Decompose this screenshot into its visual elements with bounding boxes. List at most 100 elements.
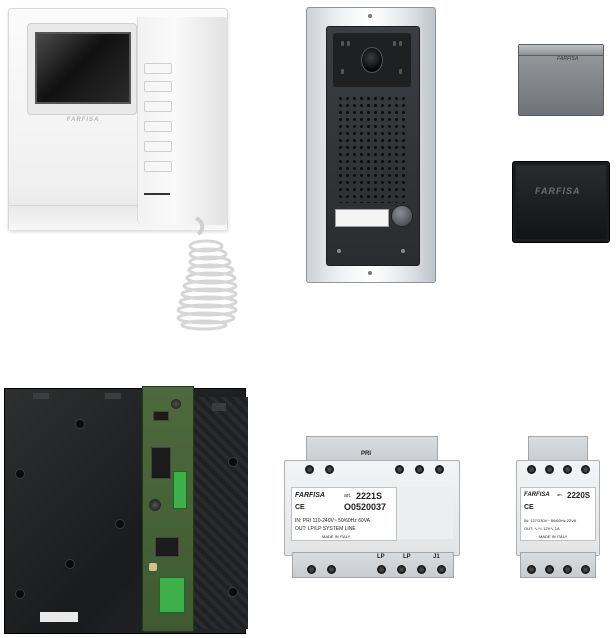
screw-terminal xyxy=(397,565,406,574)
screw-terminal xyxy=(327,565,336,574)
frame-screw xyxy=(368,14,372,18)
psu-output-rating: OUT: ∿/∿ 12V∿ 1A xyxy=(524,526,560,531)
monitor-handset xyxy=(137,17,228,225)
mount-hole xyxy=(15,589,25,599)
screw-terminal xyxy=(435,465,444,474)
mount-hole xyxy=(115,519,125,529)
psu-model: 2220S xyxy=(567,491,591,500)
monitor-key-4[interactable] xyxy=(144,121,172,132)
port-label-j1: J1 xyxy=(433,554,440,560)
monitor-bezel xyxy=(27,23,137,115)
power-supply-2221s: PRI FARFISA art. 2221S O0520037 CE IN: P… xyxy=(284,436,460,578)
door-entry-panel xyxy=(306,7,436,283)
screw-terminal xyxy=(417,565,426,574)
mount-hole xyxy=(15,469,25,479)
ic-chip xyxy=(151,447,171,479)
psu-shell: FARFISA art. 2220S CE IN: 127/230V~ 50/6… xyxy=(516,460,600,556)
ir-led xyxy=(399,69,402,74)
power-supply-2220s: FARFISA art. 2220S CE IN: 127/230V~ 50/6… xyxy=(516,436,600,578)
capacitor xyxy=(171,399,181,409)
mount-hole xyxy=(65,559,75,569)
ce-mark: CE xyxy=(295,504,305,511)
camera-lens-icon xyxy=(361,47,383,73)
screw-terminal xyxy=(563,465,572,474)
hook-slot xyxy=(105,393,121,399)
transformer xyxy=(155,537,179,557)
psu-brand: FARFISA xyxy=(524,492,550,498)
grey-box-lid xyxy=(519,45,603,56)
monitor-screen xyxy=(35,32,131,104)
grey-box-brand: FARFISA xyxy=(557,56,579,62)
frame-screw xyxy=(368,271,372,275)
psu-output-rating: OUT: LP/LP SYSTEM LINE xyxy=(295,526,356,532)
psu-input-rating: IN: PRI 110-240V~ 50/60Hz 60VA xyxy=(295,518,370,524)
psu-art-prefix: art. xyxy=(344,493,352,499)
screw-terminal xyxy=(377,565,386,574)
bracket-textured-panel xyxy=(191,397,248,629)
black-box-body: FARFISA xyxy=(512,161,610,243)
monitor-key-6[interactable] xyxy=(144,161,172,172)
ir-led xyxy=(399,41,402,46)
name-card xyxy=(335,209,389,227)
screw-terminal xyxy=(581,465,590,474)
psu-bottom-cap xyxy=(520,552,596,578)
grey-box-body: FARFISA xyxy=(518,44,604,116)
monitor-body: FARFISA xyxy=(8,8,228,230)
hook-slot xyxy=(212,403,226,411)
port-label-lp-1: LP xyxy=(377,554,385,560)
circuit-board xyxy=(142,386,194,632)
bracket-sticker xyxy=(40,612,78,622)
connector-block xyxy=(159,577,185,613)
psu-shell: FARFISA art. 2221S O0520037 CE IN: PRI 1… xyxy=(284,460,460,556)
psu-art-prefix: art. xyxy=(557,492,563,497)
screw-terminal xyxy=(395,465,404,474)
psu-bottom-cap: LP LP J1 xyxy=(292,552,454,578)
port-label-lp-2: LP xyxy=(403,554,411,560)
ce-mark: CE xyxy=(524,504,534,511)
screw-terminal xyxy=(305,465,314,474)
psu-brand: FARFISA xyxy=(295,492,325,499)
mount-hole xyxy=(228,457,238,467)
ir-led xyxy=(347,41,350,46)
screw-terminal xyxy=(527,465,536,474)
mount-hole xyxy=(228,587,238,597)
monitor-key-1[interactable] xyxy=(144,63,172,74)
terminal-block xyxy=(173,471,187,509)
ir-led xyxy=(393,41,396,46)
screw-terminal xyxy=(581,565,590,574)
mount-hole xyxy=(75,419,85,429)
camera-window xyxy=(333,33,411,87)
call-button[interactable] xyxy=(391,205,413,227)
psu-top-cap xyxy=(528,436,588,464)
entry-panel-frame xyxy=(306,7,436,283)
screw-terminal xyxy=(415,465,424,474)
screw-terminal xyxy=(307,565,316,574)
video-monitor: FARFISA xyxy=(8,8,238,331)
grey-junction-box: FARFISA xyxy=(518,44,604,116)
psu-front-panel xyxy=(397,487,453,539)
psu-input-rating: IN: 127/230V~ 50/60Hz 22VA xyxy=(524,518,577,523)
screw-terminal xyxy=(545,465,554,474)
face-screw xyxy=(401,249,405,253)
psu-made-in: MADE IN ITALY xyxy=(322,534,351,539)
hook-slot xyxy=(33,393,49,399)
black-box-brand: FARFISA xyxy=(535,186,581,196)
black-rain-cover: FARFISA xyxy=(512,161,610,243)
fuse xyxy=(149,563,157,571)
monitor-key-5[interactable] xyxy=(144,141,172,152)
ic-chip xyxy=(153,411,169,421)
screw-terminal xyxy=(545,565,554,574)
port-label-pri: PRI xyxy=(361,451,372,457)
capacitor xyxy=(149,499,161,511)
monitor-key-3[interactable] xyxy=(144,101,172,112)
psu-model: 2221S xyxy=(356,491,383,501)
mounting-bracket xyxy=(4,384,248,634)
monitor-logo: FARFISA xyxy=(66,117,100,123)
screw-terminal xyxy=(527,565,536,574)
ir-led xyxy=(341,69,344,74)
psu-rating-label: FARFISA art. 2221S O0520037 CE IN: PRI 1… xyxy=(291,487,397,541)
monitor-key-2[interactable] xyxy=(144,81,172,92)
bracket-plate xyxy=(4,388,248,634)
screw-terminal xyxy=(437,565,446,574)
psu-serial: O0520037 xyxy=(344,502,387,512)
